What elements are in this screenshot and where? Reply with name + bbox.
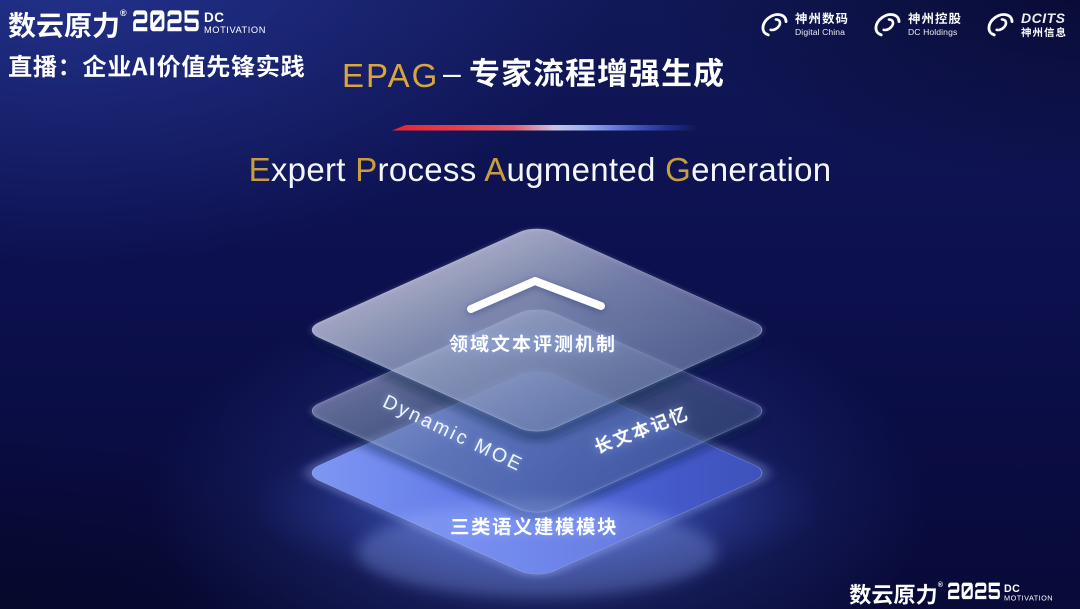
partner1-name-en: Digital China: [795, 27, 846, 37]
layer3-label: [450, 517, 618, 540]
subtitle-segment: eneration: [691, 151, 832, 188]
partner1-name-cn: [795, 12, 849, 26]
live-topic-line: [8, 54, 305, 82]
title-epag: EPAG: [342, 57, 440, 94]
partner3-name-cn: [1021, 27, 1067, 39]
brand-logo-bottom-right: ® DC MOTIVATION: [849, 580, 1072, 609]
subtitle-segment: ugmented: [506, 151, 666, 188]
layer1-top-slab: [310, 228, 764, 432]
subtitle-segment: E: [248, 151, 271, 188]
registered-mark-b: ®: [937, 580, 943, 589]
partner-logos: Digital China DC Holdings: [759, 9, 1067, 40]
layer1-label: [449, 334, 617, 356]
dc-holdings-swirl-icon: [874, 13, 901, 37]
brand-year-b: [947, 576, 1001, 605]
subtitle-segment: rocess: [377, 151, 485, 188]
subtitle-segment: xpert: [270, 151, 356, 188]
partner-digital-china: Digital China: [759, 9, 849, 40]
brand-dc-b: DC: [1004, 582, 1021, 595]
subtitle-segment: A: [484, 151, 507, 188]
title-dash: –: [443, 55, 461, 91]
layer2-label-right: [592, 403, 693, 458]
subtitle-segment: P: [355, 151, 378, 188]
chevron-icon: [467, 277, 605, 313]
dcits-swirl-icon: [987, 13, 1014, 37]
brand-year: [132, 2, 201, 38]
brand-dc-motivation: DC MOTIVATION: [204, 11, 266, 35]
subtitle-segment: G: [665, 151, 692, 188]
digital-china-swirl-icon: [761, 13, 788, 37]
registered-mark: ®: [120, 8, 127, 18]
brand-motivation-b: MOTIVATION: [1004, 594, 1054, 603]
partner-dc-holdings: DC Holdings: [872, 9, 962, 40]
title-underline: [392, 125, 698, 131]
partner3-name-en: DCITS: [1021, 10, 1066, 26]
brand-wordmark-cn: [8, 11, 120, 43]
brand-logo-top-left: ® DC MOTIVATION: [8, 8, 290, 45]
partner2-name-en: DC Holdings: [908, 27, 958, 37]
subtitle-en: Expert Process Augmented Generation: [249, 151, 832, 189]
brand-dc-motivation-b: DC MOTIVATION: [1004, 583, 1053, 602]
brand-motivation: MOTIVATION: [204, 25, 266, 35]
partner-dcits: DCITS: [985, 9, 1067, 40]
partner2-name-cn: [908, 12, 962, 26]
brand-wordmark-cn-b: [849, 583, 937, 608]
brand-dc: DC: [204, 10, 225, 25]
title-cn: [469, 57, 725, 93]
